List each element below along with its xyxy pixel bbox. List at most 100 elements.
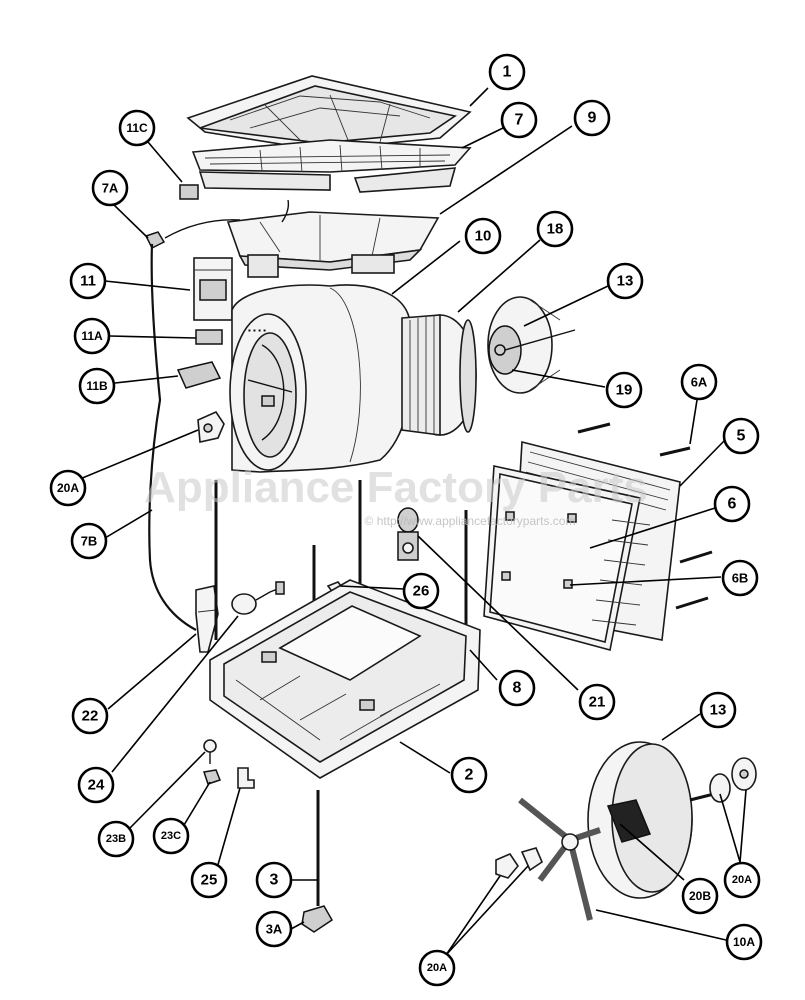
part-20A-motor-mount-left [197, 410, 225, 443]
callout-19: 19 [605, 371, 643, 409]
svg-text:23B: 23B [106, 833, 126, 845]
svg-text:20B: 20B [689, 889, 711, 903]
part-13-motor-bottom [587, 741, 731, 899]
part-6B-screws [675, 550, 713, 610]
watermark-url: © http://www.appliancefactoryparts.com [365, 514, 576, 528]
callout-6A: 6A [680, 363, 718, 401]
callout-6: 6 [713, 485, 751, 523]
svg-text:3: 3 [270, 872, 279, 889]
svg-text:11A: 11A [81, 329, 103, 343]
part-21-thermostat [397, 507, 419, 561]
watermark-text: Appliance Factory Parts [144, 463, 648, 512]
part-18-blower-wheel [401, 314, 477, 436]
callout-23C: 23C [152, 817, 190, 855]
part-20A-motor-mounts-bottom [495, 847, 543, 879]
svg-text:11B: 11B [86, 379, 108, 393]
svg-text:7B: 7B [81, 534, 98, 549]
callout-20A-bottom: 20A [418, 949, 456, 987]
svg-text:5: 5 [737, 428, 746, 445]
svg-text:6A: 6A [691, 375, 708, 390]
callout-10A: 10A [725, 923, 763, 961]
part-9-air-diffuser [164, 199, 440, 278]
callout-10: 10 [464, 217, 502, 255]
callout-21: 21 [578, 683, 616, 721]
svg-text:19: 19 [616, 382, 633, 399]
part-10A-motor-bracket [518, 797, 601, 921]
callout-11: 11 [69, 262, 107, 300]
svg-text:8: 8 [513, 680, 522, 697]
svg-text:6B: 6B [732, 571, 749, 586]
callout-7A: 7A [91, 169, 129, 207]
callout-26: 26 [402, 572, 440, 610]
part-2-base-pan [209, 579, 481, 779]
part-6-louvers [591, 519, 651, 626]
svg-text:20A: 20A [427, 962, 447, 974]
part-25-elbow-fitting [237, 767, 255, 789]
callout-24: 24 [77, 766, 115, 804]
part-3A-nut [301, 905, 333, 933]
svg-text:7: 7 [515, 112, 524, 129]
svg-text:13: 13 [710, 702, 727, 719]
watermark: Appliance Factory Parts © http://www.app… [144, 463, 648, 528]
callouts: 1 7 9 11C 7A 10 18 11 13 11A 11B 19 6A 5… [49, 53, 763, 987]
svg-text:20A: 20A [57, 481, 79, 495]
callout-25: 25 [190, 861, 228, 899]
svg-text:10: 10 [475, 228, 492, 245]
svg-text:11C: 11C [126, 121, 148, 135]
part-23B-screw [203, 739, 217, 764]
svg-text:2: 2 [465, 767, 474, 784]
svg-text:25: 25 [201, 872, 218, 889]
svg-text:20A: 20A [732, 874, 752, 886]
callout-22: 22 [71, 697, 109, 735]
svg-text:11: 11 [80, 273, 96, 290]
part-6A-screws [577, 422, 691, 457]
svg-text:22: 22 [82, 708, 99, 725]
callout-20A-left: 20A [49, 469, 87, 507]
part-7A-7B-wire-harness [144, 231, 197, 631]
svg-text:18: 18 [547, 221, 564, 238]
part-11B-capacitor [176, 361, 222, 389]
svg-text:13: 13 [617, 273, 634, 290]
callout-7B: 7B [70, 522, 108, 560]
part-7-filter-grille [191, 139, 472, 193]
svg-text:▪ ▪ ▪ ▪: ▪ ▪ ▪ ▪ [248, 326, 266, 335]
part-11-control-box [193, 257, 233, 321]
callout-20A-right: 20A [723, 861, 761, 899]
svg-text:26: 26 [413, 583, 430, 600]
callout-13-bottom: 13 [699, 691, 737, 729]
callout-8: 8 [498, 669, 536, 707]
callout-3: 3 [255, 861, 293, 899]
leader-lines [79, 87, 747, 956]
svg-text:6: 6 [728, 496, 737, 513]
part-23C-nut [203, 769, 221, 785]
callout-18: 18 [536, 210, 574, 248]
part-1-top-cover [186, 75, 472, 151]
callout-9: 9 [573, 99, 611, 137]
part-11C-switch [179, 184, 199, 200]
svg-text:23C: 23C [161, 830, 181, 842]
callout-23B: 23B [97, 820, 135, 858]
callout-6B: 6B [721, 559, 759, 597]
part-24-float-switch [231, 581, 285, 615]
part-10-blower-housing: ▪ ▪ ▪ ▪ [229, 284, 413, 473]
svg-text:9: 9 [588, 110, 597, 127]
callout-7: 7 [500, 101, 538, 139]
svg-text:3A: 3A [266, 922, 283, 937]
callout-20B: 20B [681, 877, 719, 915]
svg-text:10A: 10A [733, 935, 755, 949]
svg-text:7A: 7A [102, 181, 119, 196]
callout-2: 2 [450, 756, 488, 794]
svg-text:21: 21 [589, 694, 606, 711]
callout-13-top: 13 [606, 262, 644, 300]
part-20A-motor-mounts-right [709, 757, 757, 803]
callout-3A: 3A [255, 910, 293, 948]
callout-5: 5 [722, 417, 760, 455]
svg-text:1: 1 [503, 64, 512, 81]
part-11A-relay [195, 329, 223, 345]
callout-11B: 11B [78, 367, 116, 405]
callout-11A: 11A [73, 317, 111, 355]
callout-11C: 11C [118, 109, 156, 147]
part-6-access-panel [483, 465, 651, 651]
callout-1: 1 [488, 53, 526, 91]
